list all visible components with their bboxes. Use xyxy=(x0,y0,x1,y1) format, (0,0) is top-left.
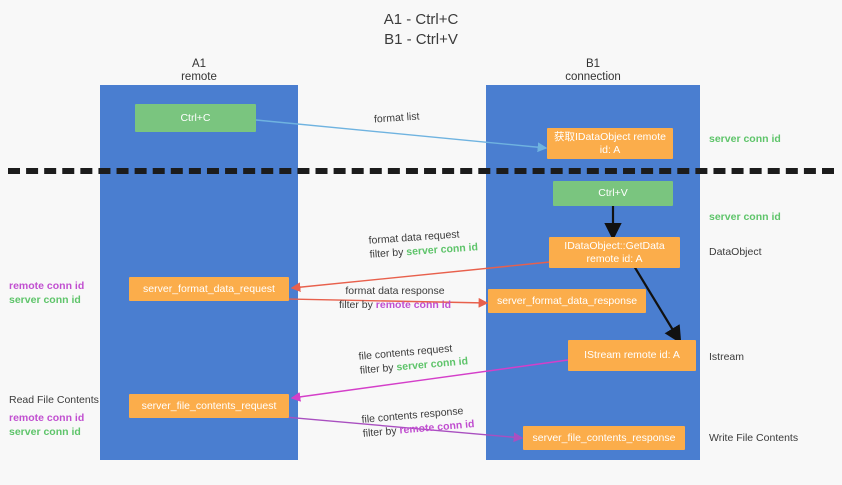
right-label-server-conn-id-top: server conn id xyxy=(709,133,781,145)
edge-label-format-data-response: format data response filter by remote co… xyxy=(339,284,451,312)
left-label-remote-conn-id-2: remote conn id xyxy=(9,412,85,424)
edge-label-file-contents-request: file contents request filter by server c… xyxy=(358,340,469,377)
node-server-file-contents-response[interactable]: server_file_contents_response xyxy=(523,426,685,450)
right-label-server-conn-id-mid: server conn id xyxy=(709,211,781,223)
right-label-istream: Istream xyxy=(709,351,745,363)
node-server-format-data-request[interactable]: server_format_data_request xyxy=(129,277,289,301)
left-label-remote-conn-id-1: remote conn id xyxy=(9,280,85,292)
page-title: A1 - Ctrl+C B1 - Ctrl+V xyxy=(383,11,459,48)
left-label-server-conn-id-1: server conn id xyxy=(9,294,81,306)
edge-label-format-data-response-text: format data response xyxy=(345,285,445,297)
node-server-file-contents-request[interactable]: server_file_contents_request xyxy=(129,394,289,418)
phase-divider xyxy=(8,168,834,174)
node-istream[interactable]: IStream remote id: A xyxy=(568,340,696,371)
lane-title-b1: B1 connection xyxy=(565,58,621,83)
lane-title-a1: A1 remote xyxy=(181,58,217,83)
node-server-format-data-response[interactable]: server_format_data_response xyxy=(488,289,646,313)
edge-label-format-data-request: format data request filter by server con… xyxy=(368,226,478,262)
green-conn-id: server conn id xyxy=(405,241,479,259)
left-label-server-conn-id-2: server conn id xyxy=(9,426,81,438)
node-ctrl-v[interactable]: Ctrl+V xyxy=(553,181,673,206)
left-label-read-file-contents: Read File Contents xyxy=(9,394,99,406)
node-idataobject-getdata[interactable]: IDataObject::GetData remote id: A xyxy=(549,237,680,268)
edge-label-format-list: format list xyxy=(373,110,420,126)
right-label-write-file-contents: Write File Contents xyxy=(709,432,799,444)
node-get-idataobject[interactable]: 获取IDataObject remote id: A xyxy=(547,128,673,159)
right-label-dataobject: DataObject xyxy=(709,246,762,258)
purple-conn-id: remote conn id xyxy=(375,299,452,311)
node-ctrl-c[interactable]: Ctrl+C xyxy=(135,104,256,132)
edge-label-file-contents-response: file contents response filter by remote … xyxy=(361,403,475,441)
edge-label-format-data-response-filter: filter by remote conn id xyxy=(339,299,452,311)
